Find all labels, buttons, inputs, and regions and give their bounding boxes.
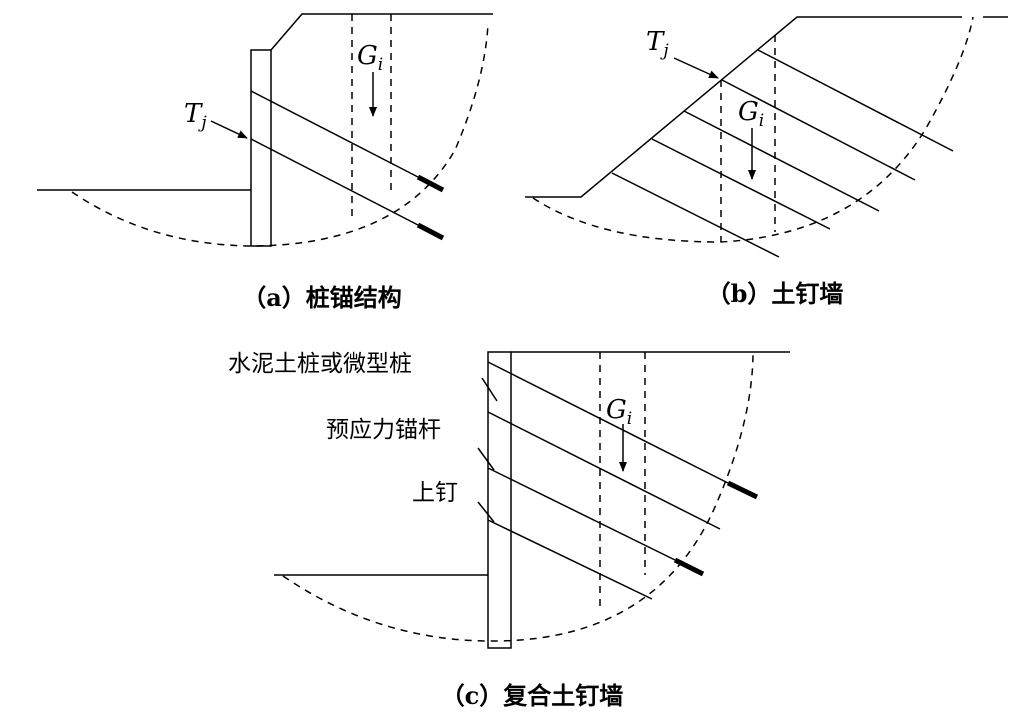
panel-b-soil-nail-wall: Tj Gi （b）土钉墙 bbox=[525, 16, 1008, 308]
leader-line bbox=[477, 447, 495, 471]
leader-line bbox=[481, 377, 498, 402]
slope-surface bbox=[525, 16, 962, 198]
soil-nail bbox=[611, 172, 780, 258]
anchor-bond bbox=[416, 174, 445, 193]
soil-nail bbox=[757, 49, 954, 152]
caption-b: （b）土钉墙 bbox=[707, 279, 844, 308]
pile-label: 水泥土桩或微型桩 bbox=[228, 351, 412, 377]
tension-arrow bbox=[210, 120, 248, 139]
tension-arrow bbox=[673, 57, 719, 79]
soil-nail bbox=[683, 110, 880, 212]
anchor-rod bbox=[250, 90, 419, 178]
anchor-bond bbox=[416, 222, 445, 241]
slip-surface bbox=[532, 16, 974, 243]
caption-a: （a）桩锚结构 bbox=[242, 283, 402, 312]
tension-label: Tj bbox=[646, 27, 669, 61]
slip-surface bbox=[71, 23, 489, 247]
panel-a-pile-anchor: Gi Tj （a）桩锚结构 bbox=[37, 13, 493, 312]
cement-soil-pile bbox=[487, 351, 512, 649]
panel-c-composite-soil-nail-wall: Gi 水泥土桩或微型桩 预应力锚杆 上钉 （c）复合土钉墙 bbox=[228, 351, 790, 710]
ground-surface-top bbox=[270, 13, 493, 51]
leader-line bbox=[477, 501, 495, 523]
prestressed-anchor bbox=[487, 361, 729, 484]
tension-label: Tj bbox=[184, 99, 207, 133]
soil-nail bbox=[487, 411, 721, 530]
nail-label: 上钉 bbox=[412, 480, 458, 506]
anchor-bond bbox=[673, 557, 705, 577]
gravity-label: Gi bbox=[738, 97, 764, 131]
prestressed-anchor bbox=[487, 467, 676, 561]
gravity-label: Gi bbox=[357, 41, 383, 75]
anchor-bond bbox=[726, 480, 759, 500]
anchor-label: 预应力锚杆 bbox=[326, 417, 441, 443]
soil-nail bbox=[651, 138, 831, 230]
gravity-label: Gi bbox=[606, 395, 632, 429]
soil-nail bbox=[721, 79, 916, 181]
soil-nail bbox=[487, 519, 653, 600]
caption-c: （c）复合土钉墙 bbox=[441, 681, 624, 710]
slip-surface bbox=[282, 354, 754, 642]
anchor-rod bbox=[250, 138, 419, 226]
